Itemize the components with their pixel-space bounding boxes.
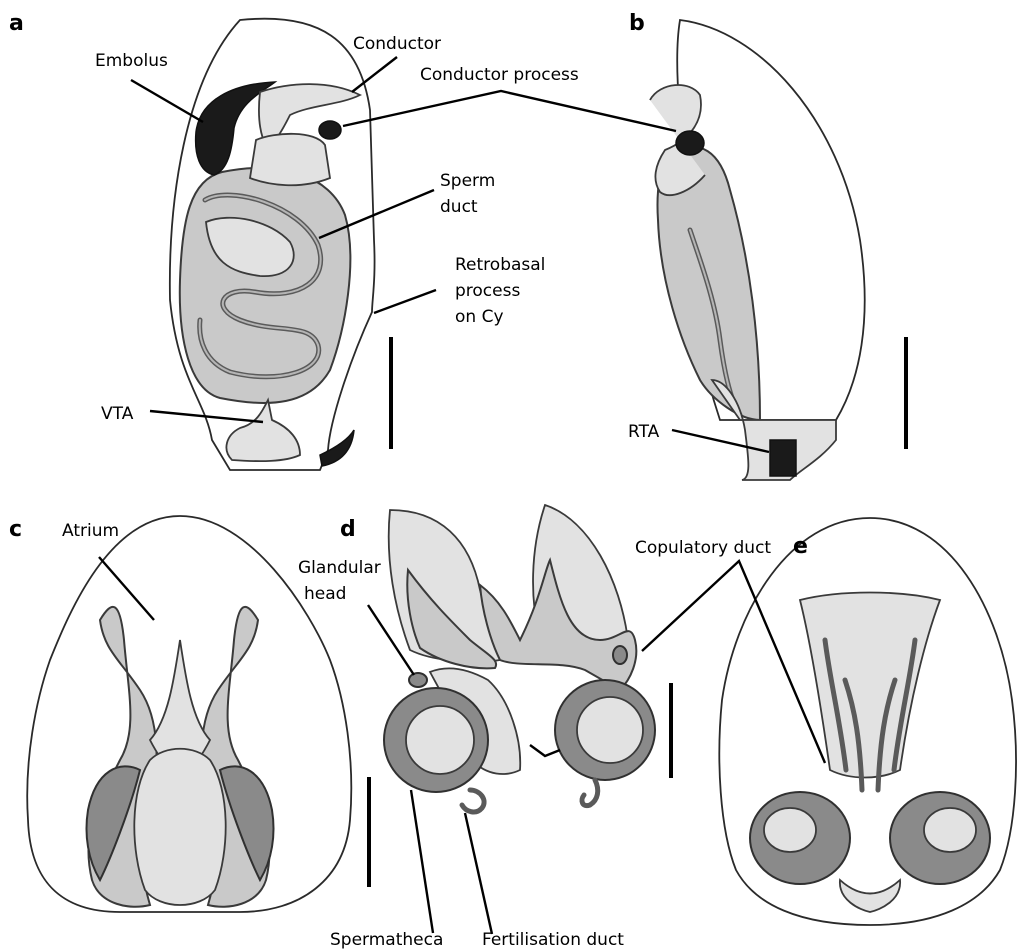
label-sperm-duct-line-1: Sperm xyxy=(440,171,495,191)
label-conductor-process: Conductor process xyxy=(420,65,579,85)
label-conductor: Conductor xyxy=(353,34,441,54)
panel-b-illustration xyxy=(650,20,865,480)
leader-fertilisation-duct xyxy=(465,813,492,934)
label-retrobasal-line-3: on Cy xyxy=(455,307,504,327)
panel-label-d: d xyxy=(340,517,356,542)
label-retrobasal-line-2: process xyxy=(455,281,520,301)
label-vta: VTA xyxy=(101,404,134,424)
label-glandular-head: Glandular head xyxy=(298,558,386,604)
leader-embolus xyxy=(131,80,203,122)
label-rta: RTA xyxy=(628,422,660,442)
leader-conductor-process xyxy=(343,91,676,131)
label-sperm-duct-line-2: duct xyxy=(440,197,478,217)
leader-conductor xyxy=(352,57,397,92)
label-retrobasal: Retrobasal process on Cy xyxy=(455,255,551,327)
panel-d-illustration xyxy=(384,505,655,812)
label-spermatheca: Spermatheca xyxy=(330,930,443,949)
label-embolus: Embolus xyxy=(95,51,168,71)
panel-label-c: c xyxy=(9,517,22,542)
panel-label-b: b xyxy=(629,11,645,36)
panel-label-a: a xyxy=(9,11,24,36)
label-fertilisation-duct: Fertilisation duct xyxy=(482,930,624,949)
label-retrobasal-line-1: Retrobasal xyxy=(455,255,545,275)
panel-label-e: e xyxy=(793,534,808,559)
label-glandular-head-line-2: head xyxy=(304,584,346,604)
leader-spermatheca xyxy=(411,790,433,933)
label-sperm-duct: Sperm duct xyxy=(440,171,501,217)
leader-retrobasal xyxy=(374,290,436,313)
label-glandular-head-line-1: Glandular xyxy=(298,558,381,578)
panel-e-illustration xyxy=(719,518,1016,925)
label-copulatory-duct: Copulatory duct xyxy=(635,538,771,558)
label-atrium: Atrium xyxy=(62,521,119,541)
panel-a-illustration xyxy=(170,19,375,470)
